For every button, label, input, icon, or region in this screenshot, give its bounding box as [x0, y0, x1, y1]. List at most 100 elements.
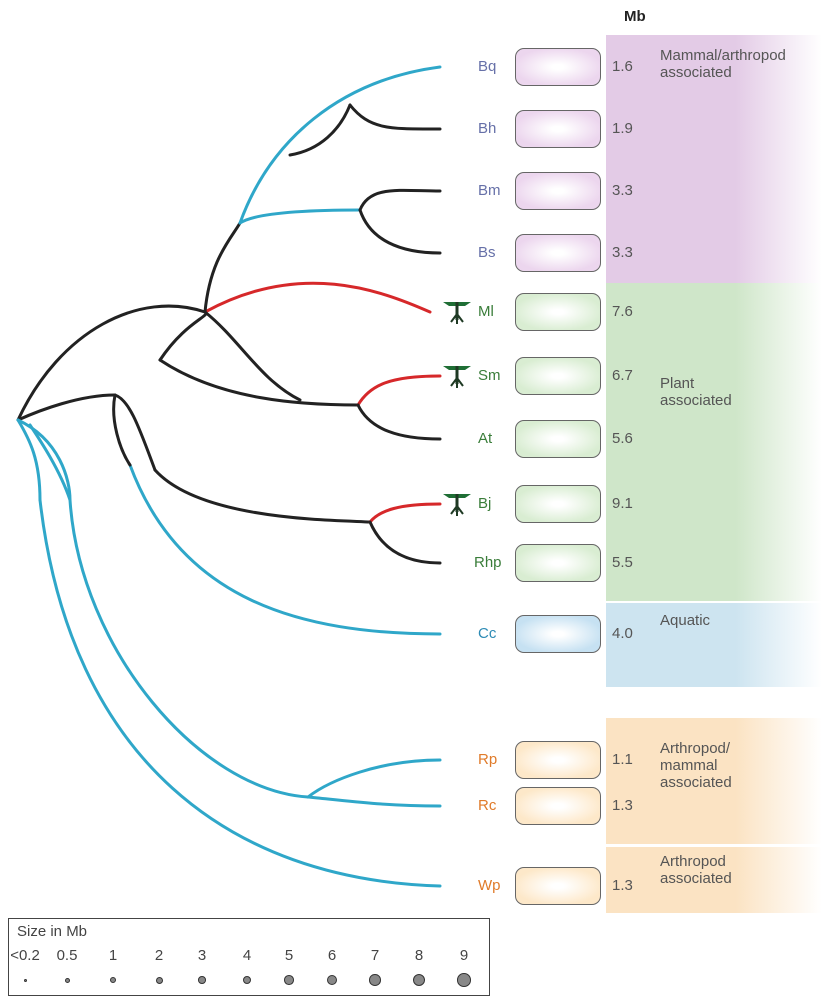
habitat-label: Aquatic — [660, 612, 710, 629]
genome-box — [515, 544, 601, 582]
genome-size-value: 5.5 — [612, 554, 633, 571]
taxon-label: Wp — [478, 877, 501, 894]
habitat-band — [606, 603, 822, 687]
genome-size-value: 1.1 — [612, 751, 633, 768]
tree-branch — [153, 468, 372, 524]
legend-size-marker — [457, 973, 471, 987]
genome-box — [515, 420, 601, 458]
taxon-label: Bs — [478, 244, 496, 261]
tree-branch — [113, 393, 157, 472]
genome-box — [515, 741, 601, 779]
genome-size-value: 1.6 — [612, 58, 633, 75]
plant-icon — [443, 494, 471, 516]
tree-branch — [128, 463, 442, 636]
taxon-label: Rp — [478, 751, 498, 768]
plant-icon — [443, 302, 471, 324]
taxon-label: Rc — [478, 797, 497, 814]
tree-branch — [68, 498, 310, 799]
genome-box — [515, 110, 601, 148]
genome-size-value: 6.7 — [612, 367, 633, 384]
genome-box — [515, 172, 601, 210]
habitat-band — [606, 35, 822, 283]
taxon-label: Ml — [478, 303, 494, 320]
legend-tick-label: 0.5 — [56, 947, 78, 964]
taxon-label: Rhp — [474, 554, 502, 571]
mb-column-header: Mb — [624, 8, 646, 25]
taxon-label: Bm — [478, 182, 501, 199]
tree-branch — [356, 403, 442, 441]
genome-box — [515, 357, 601, 395]
habitat-label-line: associated — [660, 392, 732, 409]
habitat-band — [606, 847, 822, 913]
tree-branch — [348, 103, 442, 131]
legend-tick-label: 5 — [284, 947, 294, 964]
genome-box — [515, 48, 601, 86]
legend-size-marker — [326, 974, 338, 986]
legend-size-marker — [110, 977, 116, 983]
taxon-label: Bh — [478, 120, 497, 137]
legend-tick-label: <0.2 — [10, 947, 40, 964]
genome-size-value: 9.1 — [612, 495, 633, 512]
genome-size-value: 7.6 — [612, 303, 633, 320]
legend-size-marker — [284, 975, 294, 985]
taxon-label: Bq — [478, 58, 497, 75]
genome-box — [515, 485, 601, 523]
legend-tick-label: 1 — [108, 947, 118, 964]
legend-size-marker — [64, 977, 70, 983]
legend-tick-label: 6 — [327, 947, 337, 964]
tree-branch — [356, 374, 442, 407]
genome-box — [515, 787, 601, 825]
habitat-band — [606, 283, 822, 601]
genome-size-value: 4.0 — [612, 625, 633, 642]
legend-size-marker — [412, 973, 426, 987]
genome-size-value: 3.3 — [612, 244, 633, 261]
habitat-label-line: Plant — [660, 375, 695, 392]
tree-branch — [16, 393, 117, 422]
legend-tick-label: 2 — [154, 947, 164, 964]
tree-branch — [16, 304, 207, 422]
tree-branch — [203, 221, 242, 314]
taxon-label: Cc — [478, 625, 497, 642]
habitat-label-line: mammal — [660, 757, 718, 774]
habitat-label-line: associated — [660, 774, 732, 791]
genome-size-value: 1.3 — [612, 797, 633, 814]
habitat-label-line: Arthropod/ — [660, 740, 731, 757]
legend-size-marker — [369, 974, 381, 986]
genome-size-value: 1.3 — [612, 877, 633, 894]
tree-branch — [203, 310, 302, 402]
taxon-label: Bj — [478, 495, 492, 512]
tree-branch — [38, 498, 442, 888]
legend-tick-label: 7 — [370, 947, 380, 964]
habitat-label-line: associated — [660, 64, 732, 81]
taxon-label: At — [478, 430, 493, 447]
tree-branch — [358, 208, 442, 255]
tree-branch — [112, 393, 132, 467]
tree-branch — [368, 502, 442, 524]
genome-box — [515, 615, 601, 653]
taxon-label: Sm — [478, 367, 501, 384]
habitat-label-line: Arthropod — [660, 853, 726, 870]
legend-size-marker — [23, 978, 27, 982]
tree-branch — [238, 208, 362, 225]
genome-box — [515, 293, 601, 331]
legend-tick-label: 4 — [242, 947, 252, 964]
tree-branch — [306, 795, 442, 808]
habitat-label-line: associated — [660, 870, 732, 887]
genome-size-value: 5.6 — [612, 430, 633, 447]
legend-title: Size in Mb — [17, 923, 88, 940]
habitat-band — [606, 718, 822, 844]
plant-icon — [443, 366, 471, 388]
genome-size-value: 1.9 — [612, 120, 633, 137]
tree-branch — [358, 188, 442, 212]
legend-tick-label: 8 — [414, 947, 424, 964]
tree-branch — [368, 520, 442, 565]
genome-box — [515, 234, 601, 272]
legend-size-marker — [198, 976, 206, 984]
legend-size-marker — [242, 975, 252, 985]
habitat-label-line: Mammal/arthropod — [660, 47, 786, 64]
tree-branch — [288, 103, 352, 157]
